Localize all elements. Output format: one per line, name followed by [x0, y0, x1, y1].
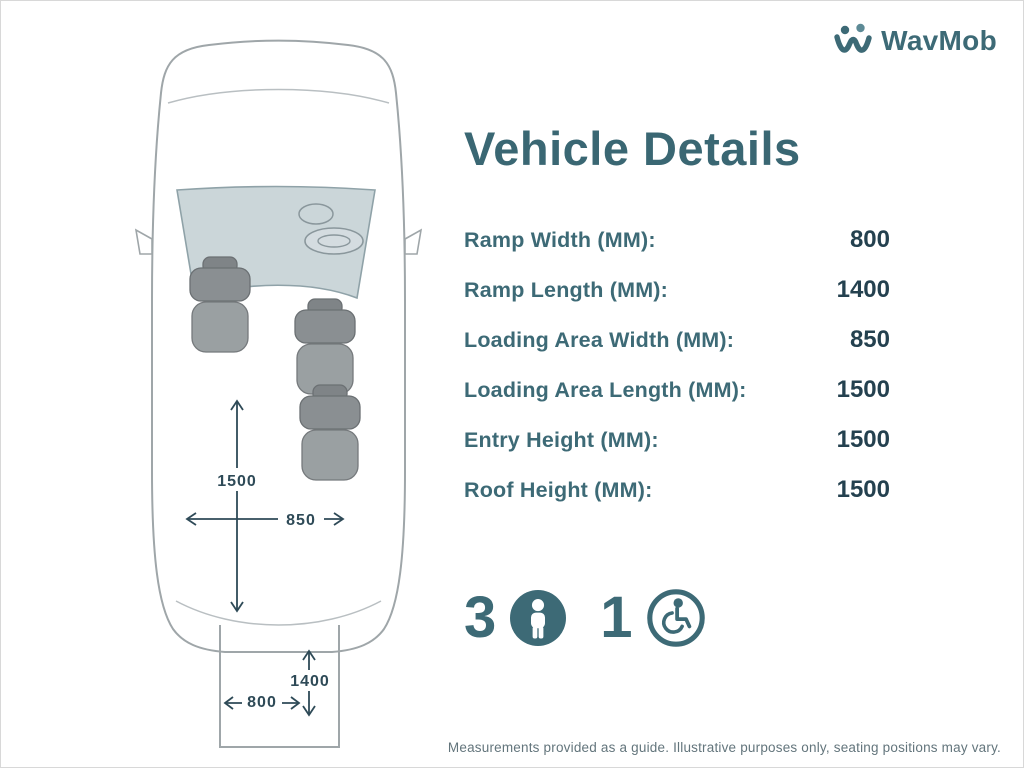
passenger-icon — [510, 590, 567, 646]
brand-logo: WavMob — [834, 23, 997, 59]
rear-line — [175, 600, 382, 626]
spec-row-loading-length: Loading Area Length (MM): 1500 — [464, 376, 890, 404]
wavmob-logo-icon — [834, 23, 872, 53]
front-left-seat — [189, 256, 251, 353]
ramp-width-label: 800 — [247, 694, 277, 711]
loading-area-spec-group: Loading Area Width (MM): 850 Loading Are… — [464, 326, 890, 404]
spec-value: 850 — [849, 326, 890, 353]
spec-label: Entry Height (MM): — [464, 428, 659, 452]
spec-label: Loading Area Length (MM): — [464, 378, 747, 402]
rear-ramp — [219, 625, 340, 748]
left-mirror-icon — [134, 228, 153, 255]
hood-line — [167, 88, 390, 104]
seat-count: 3 — [464, 585, 497, 650]
spec-label: Ramp Width (MM): — [464, 228, 656, 252]
height-spec-group: Entry Height (MM): 1500 Roof Height (MM)… — [464, 426, 890, 504]
brand-name: WavMob — [881, 25, 997, 56]
spec-row-entry-height: Entry Height (MM): 1500 — [464, 426, 890, 454]
spec-label: Roof Height (MM): — [464, 478, 653, 502]
ramp-length-label-bg — [284, 670, 336, 691]
car-body-outline — [151, 39, 406, 653]
interior-width-label-bg — [278, 507, 324, 530]
instrument-cluster — [298, 203, 334, 225]
wheelchair-count: 1 — [600, 585, 633, 650]
ramp-length-label: 1400 — [290, 673, 330, 690]
disclaimer-text: Measurements provided as a guide. Illust… — [447, 740, 1001, 755]
spec-row-ramp-width: Ramp Width (MM): 800 — [464, 226, 890, 254]
spec-row-loading-width: Loading Area Width (MM): 850 — [464, 326, 890, 354]
vehicle-top-view-diagram: 1500 850 1400 800 — [134, 39, 423, 748]
spec-label: Ramp Length (MM): — [464, 278, 669, 302]
wheelchair-icon — [646, 589, 705, 647]
spec-row-ramp-length: Ramp Length (MM): 1400 — [464, 276, 890, 304]
ramp-spec-group: Ramp Width (MM): 800 Ramp Length (MM): 1… — [464, 226, 890, 304]
spec-value: 800 — [849, 226, 890, 253]
spec-row-roof-height: Roof Height (MM): 1500 — [464, 476, 890, 504]
steering-wheel — [304, 227, 364, 255]
page-title: Vehicle Details — [464, 122, 801, 175]
capacity-row: 3 1 — [464, 589, 705, 647]
details-panel: Vehicle Details Ramp Width (MM): 800 Ram… — [464, 121, 890, 526]
right-mirror-icon — [404, 228, 423, 255]
spec-value: 1400 — [836, 276, 890, 303]
spec-label: Loading Area Width (MM): — [464, 328, 735, 352]
spec-value: 1500 — [836, 426, 890, 453]
interior-width-label: 850 — [286, 512, 316, 529]
interior-length-arrow — [230, 399, 244, 613]
spec-value: 1500 — [836, 476, 890, 503]
interior-length-label-bg — [212, 468, 262, 491]
spec-value: 1500 — [836, 376, 890, 403]
interior-length-label: 1500 — [217, 473, 257, 490]
ramp-width-label-bg — [242, 691, 282, 712]
steering-wheel-inner — [317, 234, 351, 248]
front-right-seat — [294, 298, 356, 395]
rear-seat — [299, 384, 361, 481]
